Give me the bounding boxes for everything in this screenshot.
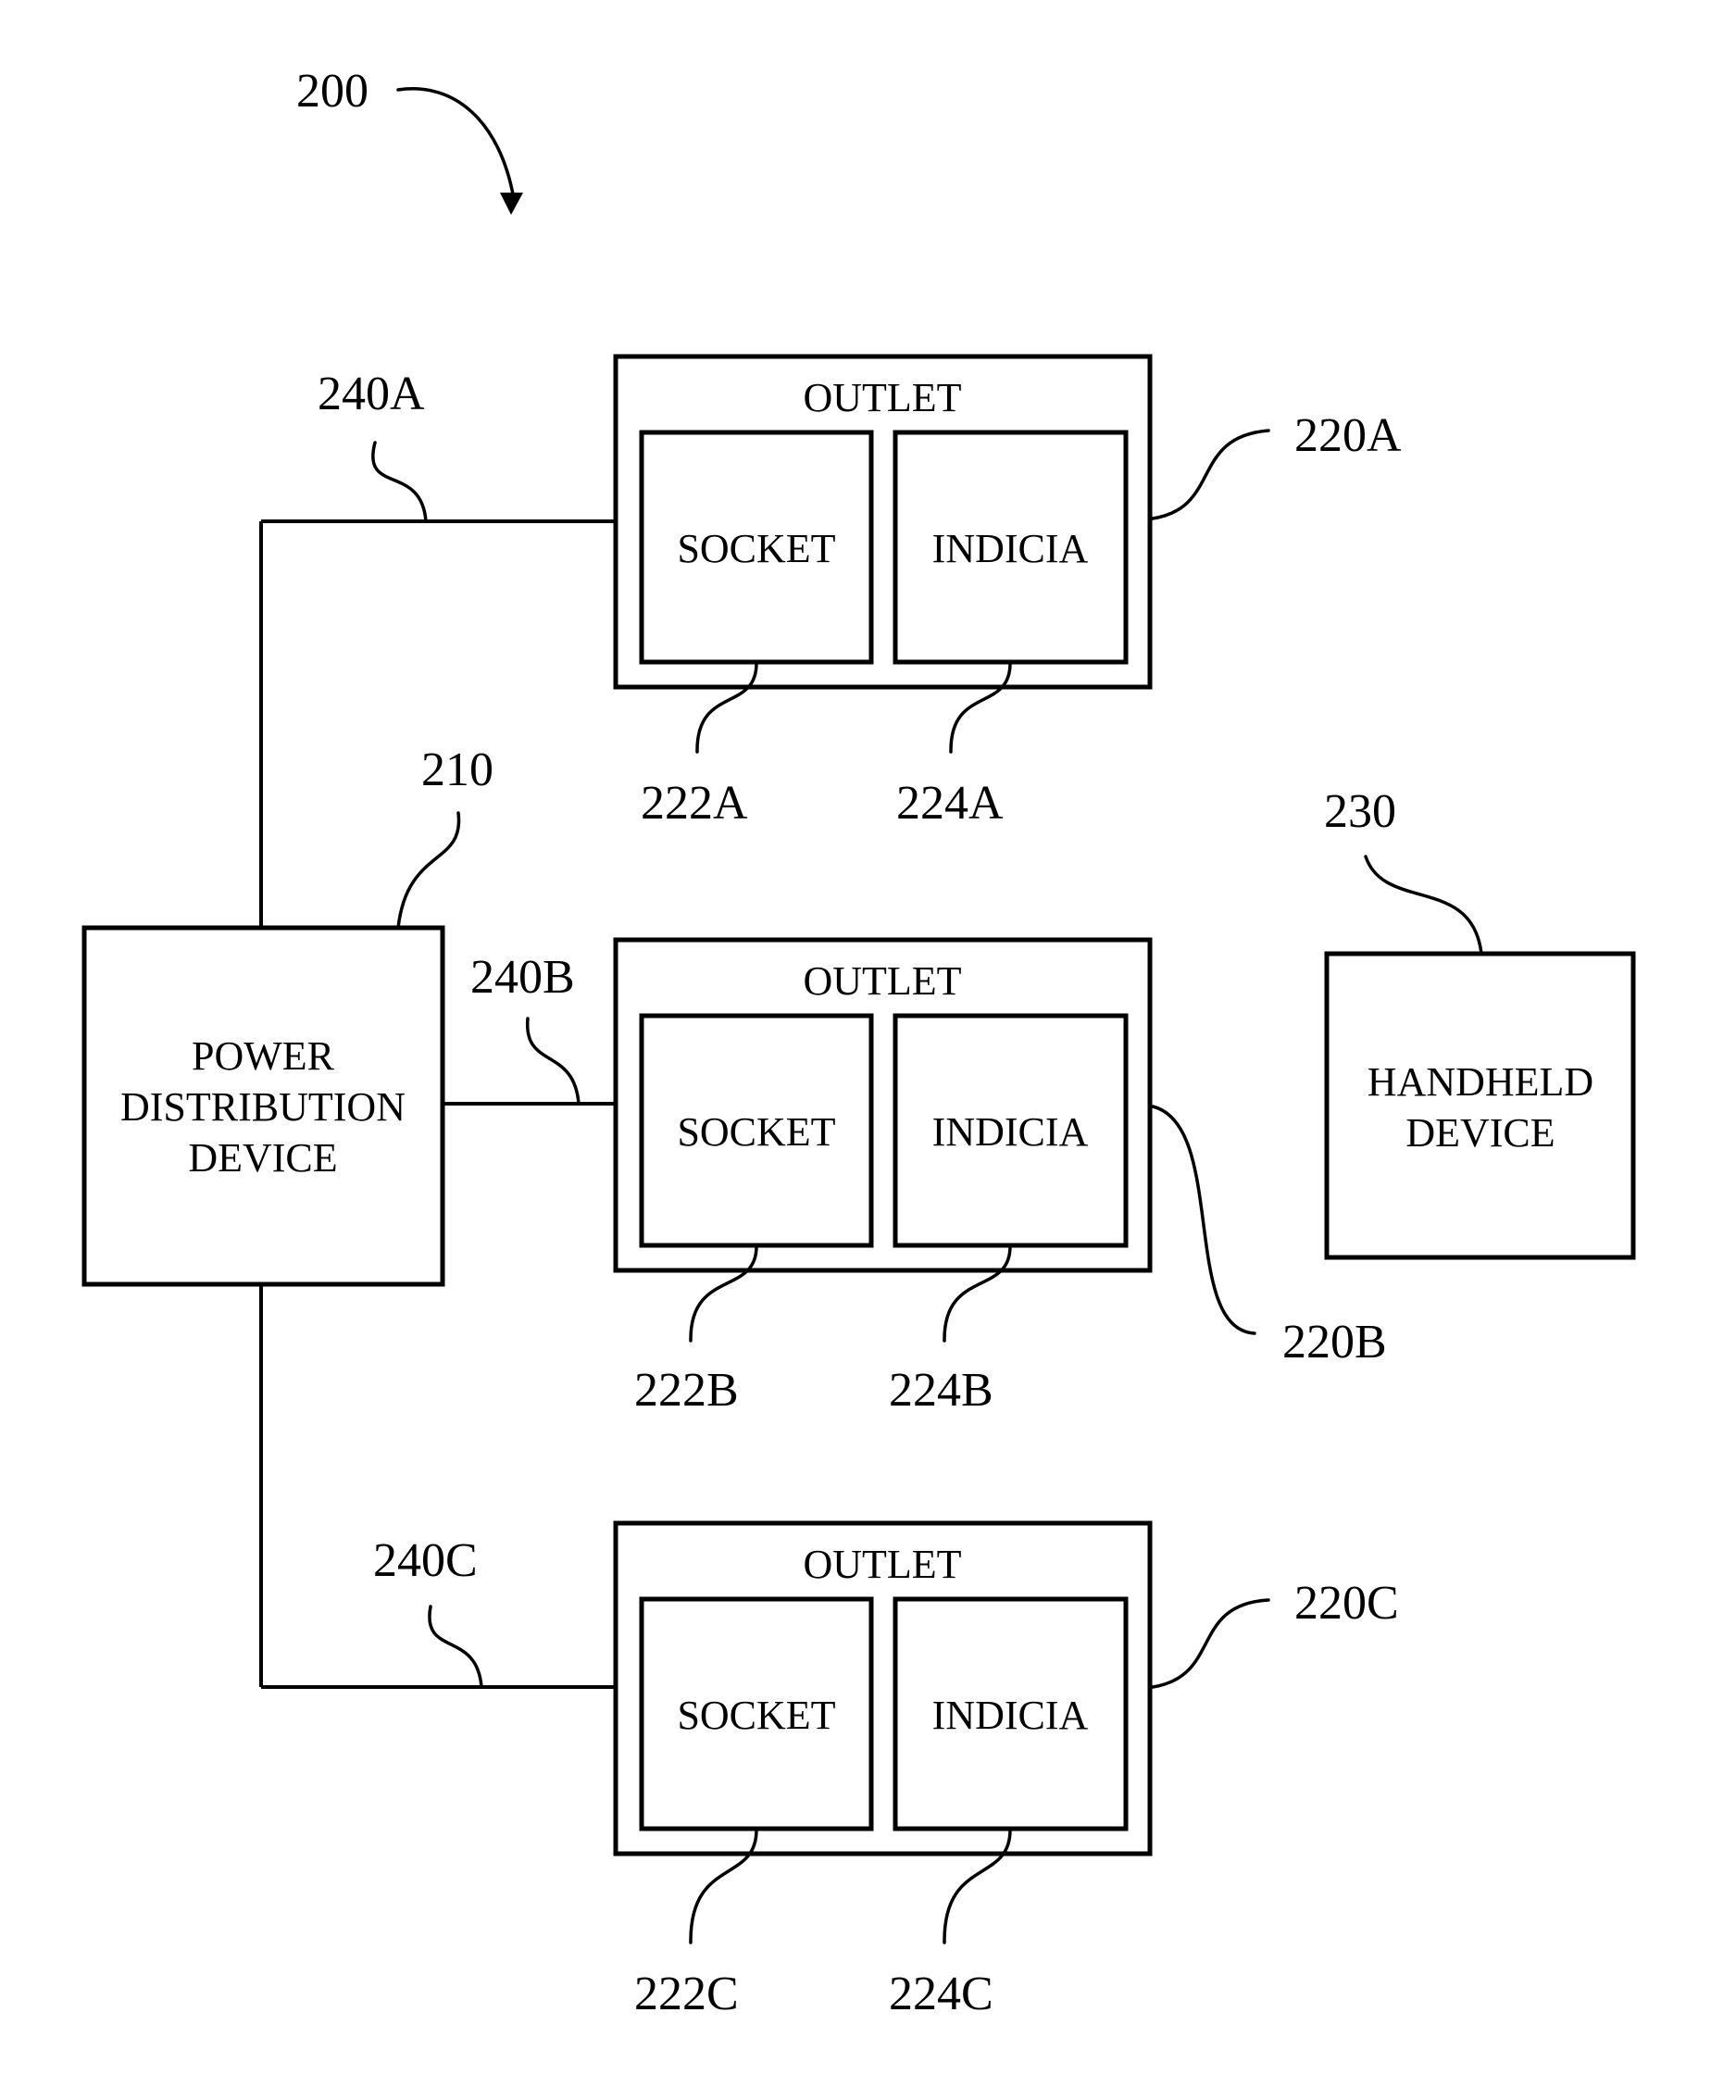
wire-240c-ref-label: 240C (373, 1534, 478, 1587)
outlet-b-ref-leader (1153, 1106, 1255, 1333)
outlet-c-socket-ref-label: 222C (634, 1968, 739, 2020)
outlet-a-ref-leader (1153, 431, 1268, 519)
outlet-c-title: OUTLET (803, 1542, 961, 1587)
outlet-b-socket-ref-label: 222B (634, 1364, 739, 1417)
wire-240c-ref-leader (430, 1606, 481, 1687)
outlet-b: OUTLET SOCKET INDICIA (616, 940, 1150, 1270)
figure-ref-arrowhead (500, 193, 523, 215)
outlet-b-indicia-label: INDICIA (932, 1109, 1089, 1155)
handheld-device: HANDHELD DEVICE (1327, 954, 1633, 1257)
outlet-a-ref-label: 220A (1294, 409, 1402, 462)
handheld-ref-leader (1366, 856, 1481, 954)
handheld-label-line-1: HANDHELD (1368, 1059, 1593, 1105)
outlet-a: OUTLET SOCKET INDICIA (616, 356, 1150, 687)
outlet-a-indicia-label: INDICIA (932, 526, 1089, 571)
outlet-c-indicia-ref-label: 224C (889, 1968, 993, 2020)
outlet-c-indicia-label: INDICIA (932, 1693, 1089, 1738)
pdd-label-line-1: POWER (192, 1033, 335, 1079)
pdd-ref-label: 210 (421, 744, 493, 796)
wire-240a-ref-label: 240A (318, 368, 425, 420)
pdd-ref-leader (398, 813, 459, 928)
power-distribution-device: POWER DISTRIBUTION DEVICE (84, 928, 443, 1284)
outlet-a-indicia-ref-label: 224A (896, 777, 1004, 830)
outlet-b-title: OUTLET (803, 958, 961, 1004)
outlet-c: OUTLET SOCKET INDICIA (616, 1523, 1150, 1854)
outlet-b-ref-label: 220B (1282, 1316, 1387, 1369)
pdd-label-line-3: DEVICE (188, 1135, 337, 1181)
outlet-c-ref-leader (1153, 1600, 1268, 1687)
handheld-device-box (1327, 954, 1633, 1257)
wire-240b-ref-leader (528, 1019, 579, 1104)
outlet-a-title: OUTLET (803, 375, 961, 420)
outlet-a-socket-ref-label: 222A (641, 777, 748, 830)
pdd-label-line-2: DISTRIBUTION (120, 1084, 406, 1130)
outlet-c-socket-label: SOCKET (677, 1693, 835, 1738)
outlet-c-ref-label: 220C (1294, 1577, 1399, 1630)
wire-240b-ref-label: 240B (470, 951, 575, 1004)
handheld-ref-label: 230 (1324, 785, 1396, 838)
outlet-b-indicia-ref-label: 224B (889, 1364, 993, 1417)
outlet-b-socket-label: SOCKET (677, 1109, 835, 1155)
figure-ref-arrow (398, 89, 514, 199)
figure-ref-label: 200 (296, 65, 368, 118)
handheld-label-line-2: DEVICE (1405, 1110, 1555, 1156)
wire-240a-ref-leader (373, 443, 426, 521)
outlet-a-socket-label: SOCKET (677, 526, 835, 571)
